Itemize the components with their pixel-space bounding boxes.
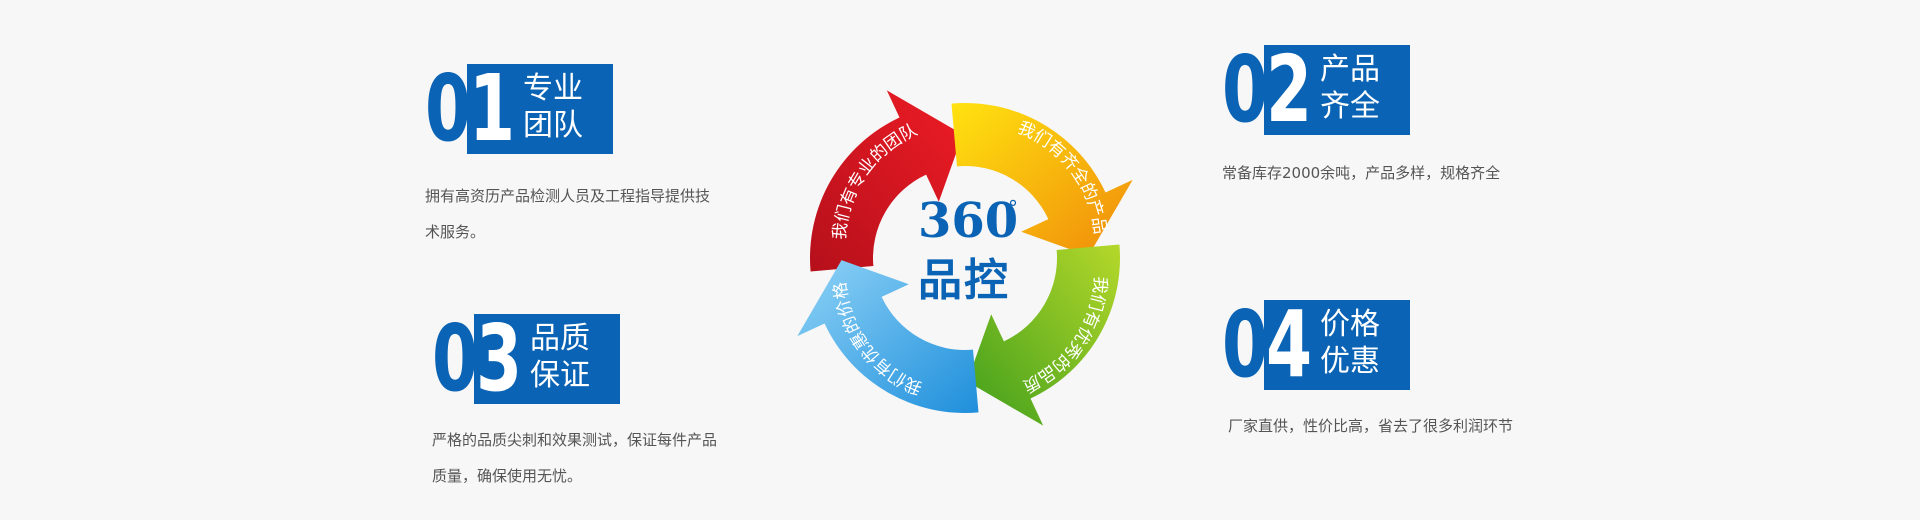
feature-badge-box <box>474 314 620 404</box>
feature-number-digit: 4 <box>1266 291 1312 398</box>
feature-number-digit: 1 <box>469 55 515 162</box>
feature-badge: 0 2 产品 齐全 <box>1222 36 1552 143</box>
quality-cycle-diagram: 我们有专业的团队我们有齐全的产品我们有优秀的品质我们有优惠的价格 <box>797 90 1133 426</box>
feature-badge-box <box>1264 300 1410 390</box>
feature-badge-box <box>1264 45 1410 135</box>
feature-number-digit: 0 <box>1222 36 1268 143</box>
feature-badge: 0 1 专业 团队 <box>425 55 755 162</box>
feature-number-digit: 2 <box>1266 36 1312 143</box>
center-quality-control-label: 品控 <box>918 255 1010 306</box>
feature-full-products: 0 2 产品 齐全 常备库存2000余吨，产品多样，规格齐全 <box>1222 36 1552 191</box>
feature-title: 品质 保证 <box>530 321 590 393</box>
center-360-number: 360 <box>918 193 1019 249</box>
feature-badge: 0 4 价格 优惠 <box>1222 291 1552 398</box>
feature-badge-box <box>467 64 613 154</box>
feature-title: 产品 齐全 <box>1320 52 1380 124</box>
feature-title: 价格 优惠 <box>1320 307 1380 379</box>
feature-professional-team: 0 1 专业 团队 拥有高资历产品检测人员及工程指导提供技 术服务。 <box>425 55 755 250</box>
feature-badge: 0 3 品质 保证 <box>432 305 762 412</box>
feature-number-digit: 3 <box>476 305 522 412</box>
feature-quality-assurance: 0 3 品质 保证 严格的品质尖刺和效果测试，保证每件产品 质量，确保使用无忧。 <box>432 305 762 494</box>
feature-price-advantage: 0 4 价格 优惠 厂家直供，性价比高，省去了很多利润环节 <box>1222 291 1552 444</box>
degree-symbol: ° <box>1008 196 1018 220</box>
feature-description: 严格的品质尖刺和效果测试，保证每件产品 质量，确保使用无忧。 <box>432 431 718 485</box>
feature-number-digit: 0 <box>1222 291 1268 398</box>
feature-number-digit: 0 <box>425 55 471 162</box>
arrow-green-quality <box>967 244 1120 426</box>
feature-number-digit: 0 <box>432 305 478 412</box>
arrow-blue-price <box>797 260 979 413</box>
feature-description: 厂家直供，性价比高，省去了很多利润环节 <box>1228 417 1514 435</box>
feature-description: 拥有高资历产品检测人员及工程指导提供技 术服务。 <box>425 187 711 241</box>
arrow-orange-products <box>951 103 1133 256</box>
feature-description: 常备库存2000余吨，产品多样，规格齐全 <box>1222 164 1501 182</box>
feature-title: 专业 团队 <box>523 71 583 143</box>
arrow-red-team <box>810 90 963 272</box>
